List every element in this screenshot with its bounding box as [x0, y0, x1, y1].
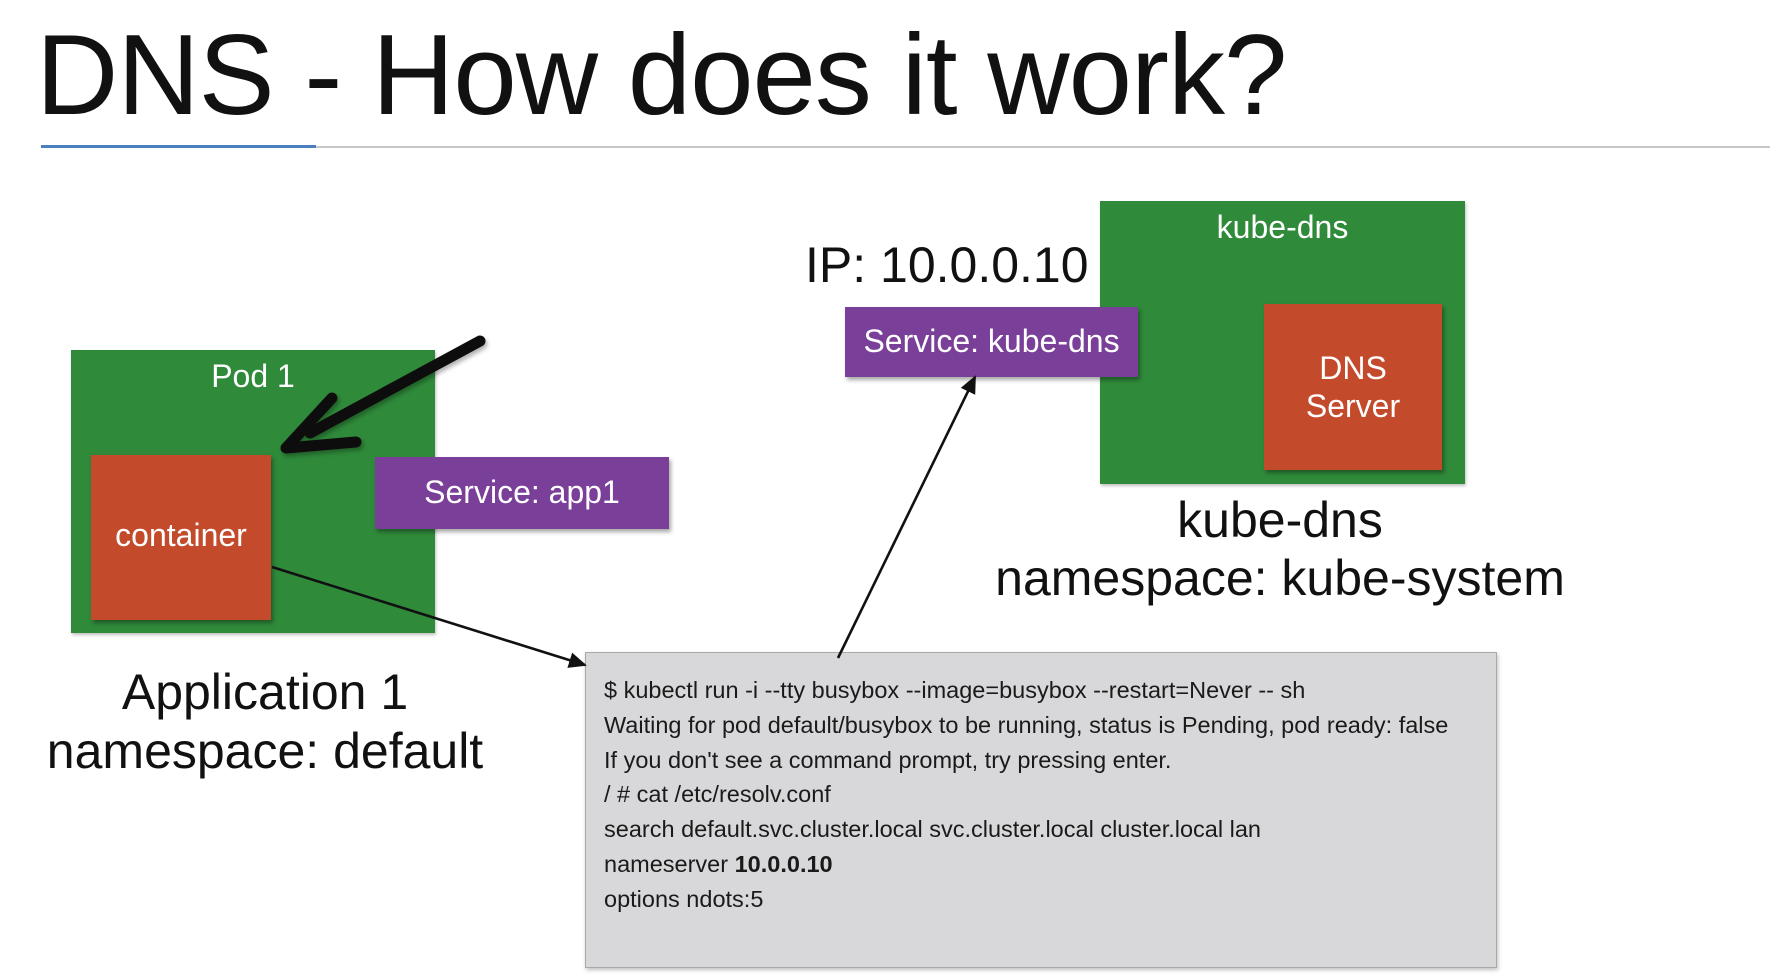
- service-kube-dns-label: Service: kube-dns: [863, 323, 1120, 359]
- title-divider: [41, 146, 1770, 148]
- terminal-line: Waiting for pod default/busybox to be ru…: [604, 711, 1449, 738]
- kube-dns-pod-label: kube-dns: [1216, 209, 1349, 245]
- app-caption-name: Application 1: [121, 664, 409, 720]
- terminal-line: If you don't see a command prompt, try p…: [604, 746, 1172, 773]
- app-caption-namespace: namespace: default: [46, 723, 484, 779]
- dns-server-box: DNS Server: [1264, 304, 1442, 470]
- terminal-to-service-arrow: [836, 375, 977, 659]
- container-box: container: [91, 455, 271, 620]
- terminal-line: / # cat /etc/resolv.conf: [604, 781, 831, 808]
- service-app1-box: Service: app1: [375, 457, 669, 529]
- terminal-line: $ kubectl run -i --tty busybox --image=b…: [604, 677, 1306, 703]
- terminal-line: search default.svc.cluster.local svc.clu…: [604, 816, 1261, 843]
- slide-title: DNS - How does it work?: [36, 12, 1287, 139]
- terminal-line-nameserver: nameserver 10.0.0.10: [604, 847, 1496, 882]
- dns-server-label-line2: Server: [1305, 388, 1401, 424]
- dns-server-label-line1: DNS: [1319, 350, 1387, 386]
- nameserver-key: nameserver: [604, 850, 735, 877]
- pod-1-label: Pod 1: [211, 358, 295, 394]
- service-app1-label: Service: app1: [424, 474, 620, 510]
- dns-caption-name: kube-dns: [1177, 492, 1383, 548]
- container-label: container: [115, 517, 247, 553]
- terminal-output: $ kubectl run -i --tty busybox --image=b…: [585, 652, 1497, 968]
- terminal-line: options ndots:5: [604, 885, 764, 912]
- title-divider-accent: [41, 145, 316, 148]
- nameserver-value: 10.0.0.10: [734, 850, 833, 877]
- kube-dns-ip-label: IP: 10.0.0.10: [805, 237, 1089, 293]
- service-kube-dns-box: Service: kube-dns: [845, 307, 1138, 377]
- dns-caption-namespace: namespace: kube-system: [995, 550, 1565, 606]
